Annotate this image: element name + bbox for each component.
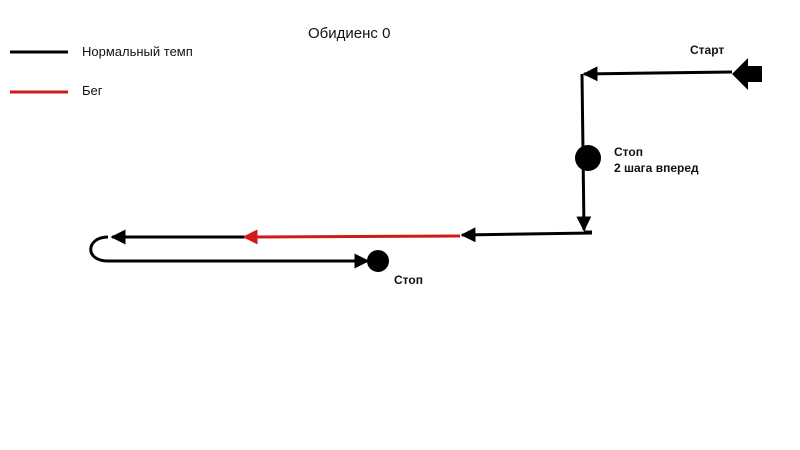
diagram-title: Обидиенс 0 [308, 25, 391, 42]
legend-label-run: Бег [82, 83, 103, 98]
path-segment-start [582, 66, 733, 82]
stop-marker-1 [575, 145, 601, 171]
start-arrow-icon [732, 58, 762, 90]
stop-marker-2 [367, 250, 389, 272]
path-u-turn [89, 235, 109, 263]
stop-label-1-line-2: 2 шага вперед [614, 161, 699, 175]
start-label: Старт [690, 43, 725, 57]
stop-label-1-line-1: Стоп [614, 145, 643, 159]
path-segment-to-run [460, 227, 593, 243]
stop-label-1: Стоп 2 шага вперед [614, 144, 699, 176]
path-segment-run [242, 229, 461, 245]
stop-label-2: Стоп [394, 273, 423, 287]
legend-label-normal: Нормальный темп [82, 44, 193, 59]
